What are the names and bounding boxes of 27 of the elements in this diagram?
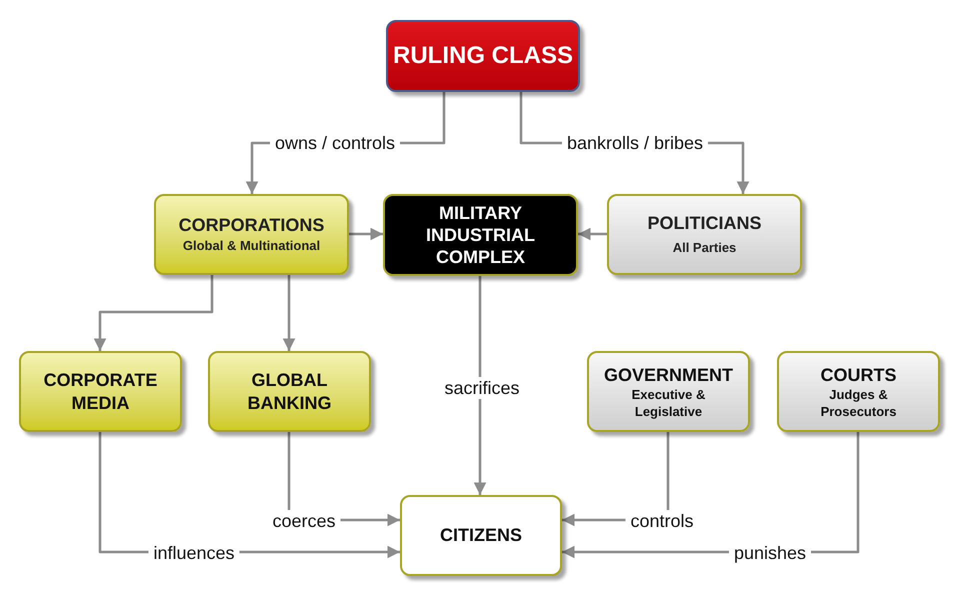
node-subtitle: Executive & Legislative <box>630 386 706 420</box>
arrow <box>474 276 486 495</box>
process-box <box>154 194 349 275</box>
node-title: POLITICIANS <box>647 212 762 234</box>
arrow <box>94 275 214 351</box>
arrow <box>349 228 383 240</box>
node-subtitle: All Parties <box>672 238 736 257</box>
node-title: GLOBAL BANKING <box>246 368 332 414</box>
process-box <box>208 351 371 432</box>
process-box <box>400 495 562 576</box>
process-box <box>19 351 182 432</box>
node-title: CORPORATIONS <box>178 214 324 236</box>
process-box <box>777 351 940 432</box>
process-box <box>383 194 578 276</box>
node-title: MILITARY INDUSTRIAL COMPLEX <box>425 202 536 268</box>
node-title: COURTS <box>820 364 896 386</box>
arrow <box>578 228 607 240</box>
node-title: CITIZENS <box>440 524 522 547</box>
arrow <box>282 275 296 351</box>
node-subtitle: Global & Multinational <box>182 236 320 255</box>
node-title: GOVERNMENT <box>604 364 733 386</box>
node-title: CORPORATE MEDIA <box>42 368 158 414</box>
node-subtitle: Judges & Prosecutors <box>820 386 898 420</box>
node-title: RULING CLASS <box>393 41 573 71</box>
process-box <box>587 351 750 432</box>
process-box <box>386 20 580 92</box>
process-box <box>607 194 802 275</box>
